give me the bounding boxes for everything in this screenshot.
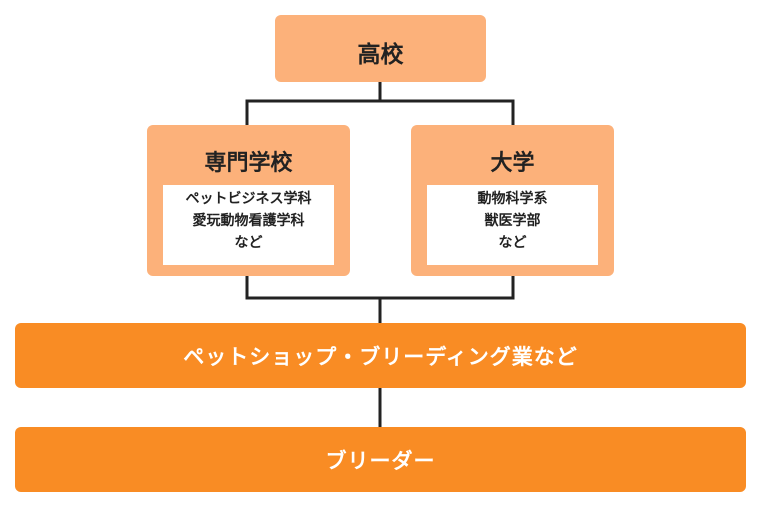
breeder-bar-label: ブリーダー <box>325 449 436 473</box>
university-detail-line: 動物科学系 <box>477 191 548 207</box>
high-school-title: 高校 <box>357 42 404 68</box>
breeder-bar: ブリーダー <box>15 427 746 492</box>
vocational-school-title: 専門学校 <box>204 151 293 176</box>
vocational-school-details: ペットビジネス学科 愛玩動物看護学科 など <box>163 185 334 265</box>
vocational-detail-line: 愛玩動物看護学科 <box>192 213 305 229</box>
industry-bar-label: ペットショップ・ブリーディング業など <box>183 345 578 369</box>
vocational-school-node: 専門学校 ペットビジネス学科 愛玩動物看護学科 など <box>147 125 350 276</box>
university-detail-line: 獣医学部 <box>484 213 541 229</box>
university-details: 動物科学系 獣医学部 など <box>427 185 598 265</box>
high-school-node: 高校 <box>275 15 486 82</box>
industry-bar: ペットショップ・ブリーディング業など <box>15 323 746 388</box>
university-detail-line: など <box>498 235 527 251</box>
vocational-detail-line: ペットビジネス学科 <box>185 191 312 207</box>
vocational-detail-line: など <box>234 235 263 251</box>
university-node: 大学 動物科学系 獣医学部 など <box>411 125 614 276</box>
university-title: 大学 <box>490 151 535 176</box>
